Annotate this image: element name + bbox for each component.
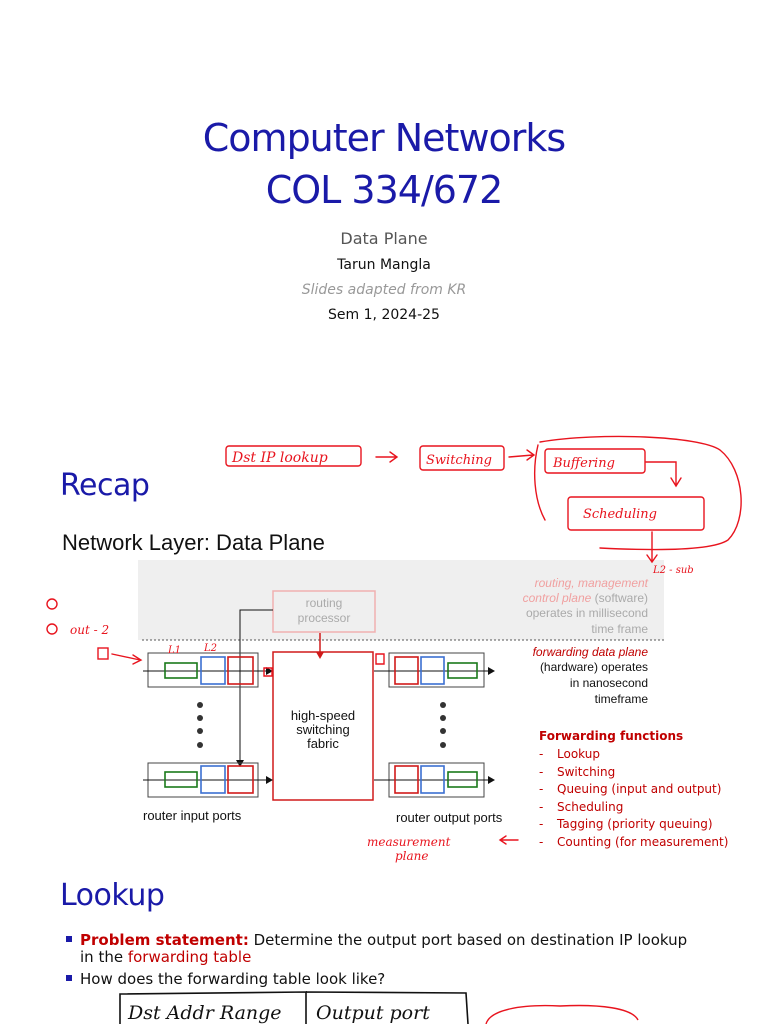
bullet-square-icon	[66, 935, 72, 942]
annot-measurement: measurement	[367, 835, 451, 849]
fabric-label-2: switching	[296, 722, 349, 737]
arrow-head	[266, 667, 273, 675]
table-col1-label: Dst Addr Range	[127, 1002, 282, 1024]
output-port-top	[388, 652, 485, 688]
list-item: -Counting (for measurement)	[539, 834, 729, 849]
annot-buffering: Buffering	[552, 456, 615, 471]
recap-heading: Recap	[60, 468, 150, 503]
routing-processor-box	[272, 590, 376, 633]
control-plane-line2: control plane (software)	[523, 591, 648, 605]
control-plane-line4: time frame	[591, 622, 648, 636]
list-item: -Lookup	[539, 747, 600, 761]
bullet-square-icon	[66, 974, 72, 981]
annot-out-2: out - 2	[70, 623, 109, 637]
control-plane-band	[138, 560, 664, 640]
handwritten-annotations	[46, 435, 742, 845]
annot-l1: L1	[167, 645, 181, 656]
lookup-heading: Lookup	[60, 878, 165, 913]
output-ports-label: router output ports	[396, 810, 503, 825]
control-plane-line1: routing, management	[535, 576, 649, 590]
queue-link	[200, 656, 226, 685]
input-ports-label: router input ports	[143, 808, 242, 823]
data-plane-line2: (hardware) operates	[540, 660, 648, 674]
list-item: -Switching	[539, 764, 616, 779]
data-plane-line1: forwarding data plane	[533, 645, 649, 659]
forwarding-functions-title: Forwarding functions	[539, 729, 684, 743]
fabric-label-1: high-speed	[291, 708, 355, 723]
table-col2-label: Output port	[316, 1002, 430, 1024]
arrow-head	[266, 776, 273, 784]
list-item: -Scheduling	[539, 799, 624, 814]
annot-scheduling: Scheduling	[583, 507, 657, 522]
slide-title-line2: COL 334/672	[265, 168, 504, 212]
forwarding-table-link: forwarding table	[127, 948, 252, 966]
fabric-label-3: fabric	[307, 736, 339, 751]
queue-lookup	[164, 662, 198, 679]
arrow-head	[488, 667, 495, 675]
list-item: -Tagging (priority queuing)	[539, 817, 713, 831]
slide-author: Tarun Mangla	[337, 257, 431, 273]
forwarding-table-question-bullet: How does the forwarding table look like?	[66, 971, 716, 988]
handwritten-text: Dst IP lookup Switching Buffering Schedu…	[70, 450, 694, 863]
list-item: -Queuing (input and output)	[539, 782, 722, 796]
problem-statement-bullet: Problem statement: Determine the output …	[66, 932, 716, 966]
arrow-head	[488, 776, 495, 784]
slide-title-line1: Computer Networks	[202, 116, 566, 160]
slide-semester: Sem 1, 2024-25	[328, 307, 440, 323]
annot-switching: Switching	[426, 453, 492, 468]
data-plane-line3: in nanosecond	[570, 676, 648, 690]
arrow-head	[316, 652, 324, 659]
slide-topic: Data Plane	[340, 229, 428, 248]
data-plane-line4: timeframe	[595, 692, 649, 706]
input-port-top	[147, 652, 259, 688]
annot-dst-ip-lookup: Dst IP lookup	[231, 450, 328, 466]
annot-l2-sub: L2 - sub	[652, 565, 694, 576]
forwarding-functions-list: -Lookup -Switching -Queuing (input and o…	[539, 746, 728, 851]
annot-l2: L2	[203, 643, 217, 654]
network-layer-heading: Network Layer: Data Plane	[62, 530, 325, 555]
queue-buffer	[227, 656, 254, 685]
forwarding-table-sketch: Dst Addr Range Output port	[119, 991, 639, 1024]
annot-plane: plane	[395, 849, 429, 863]
control-plane-line3: operates in millisecond	[526, 606, 648, 620]
slide-credit: Slides adapted from KR	[301, 282, 467, 298]
